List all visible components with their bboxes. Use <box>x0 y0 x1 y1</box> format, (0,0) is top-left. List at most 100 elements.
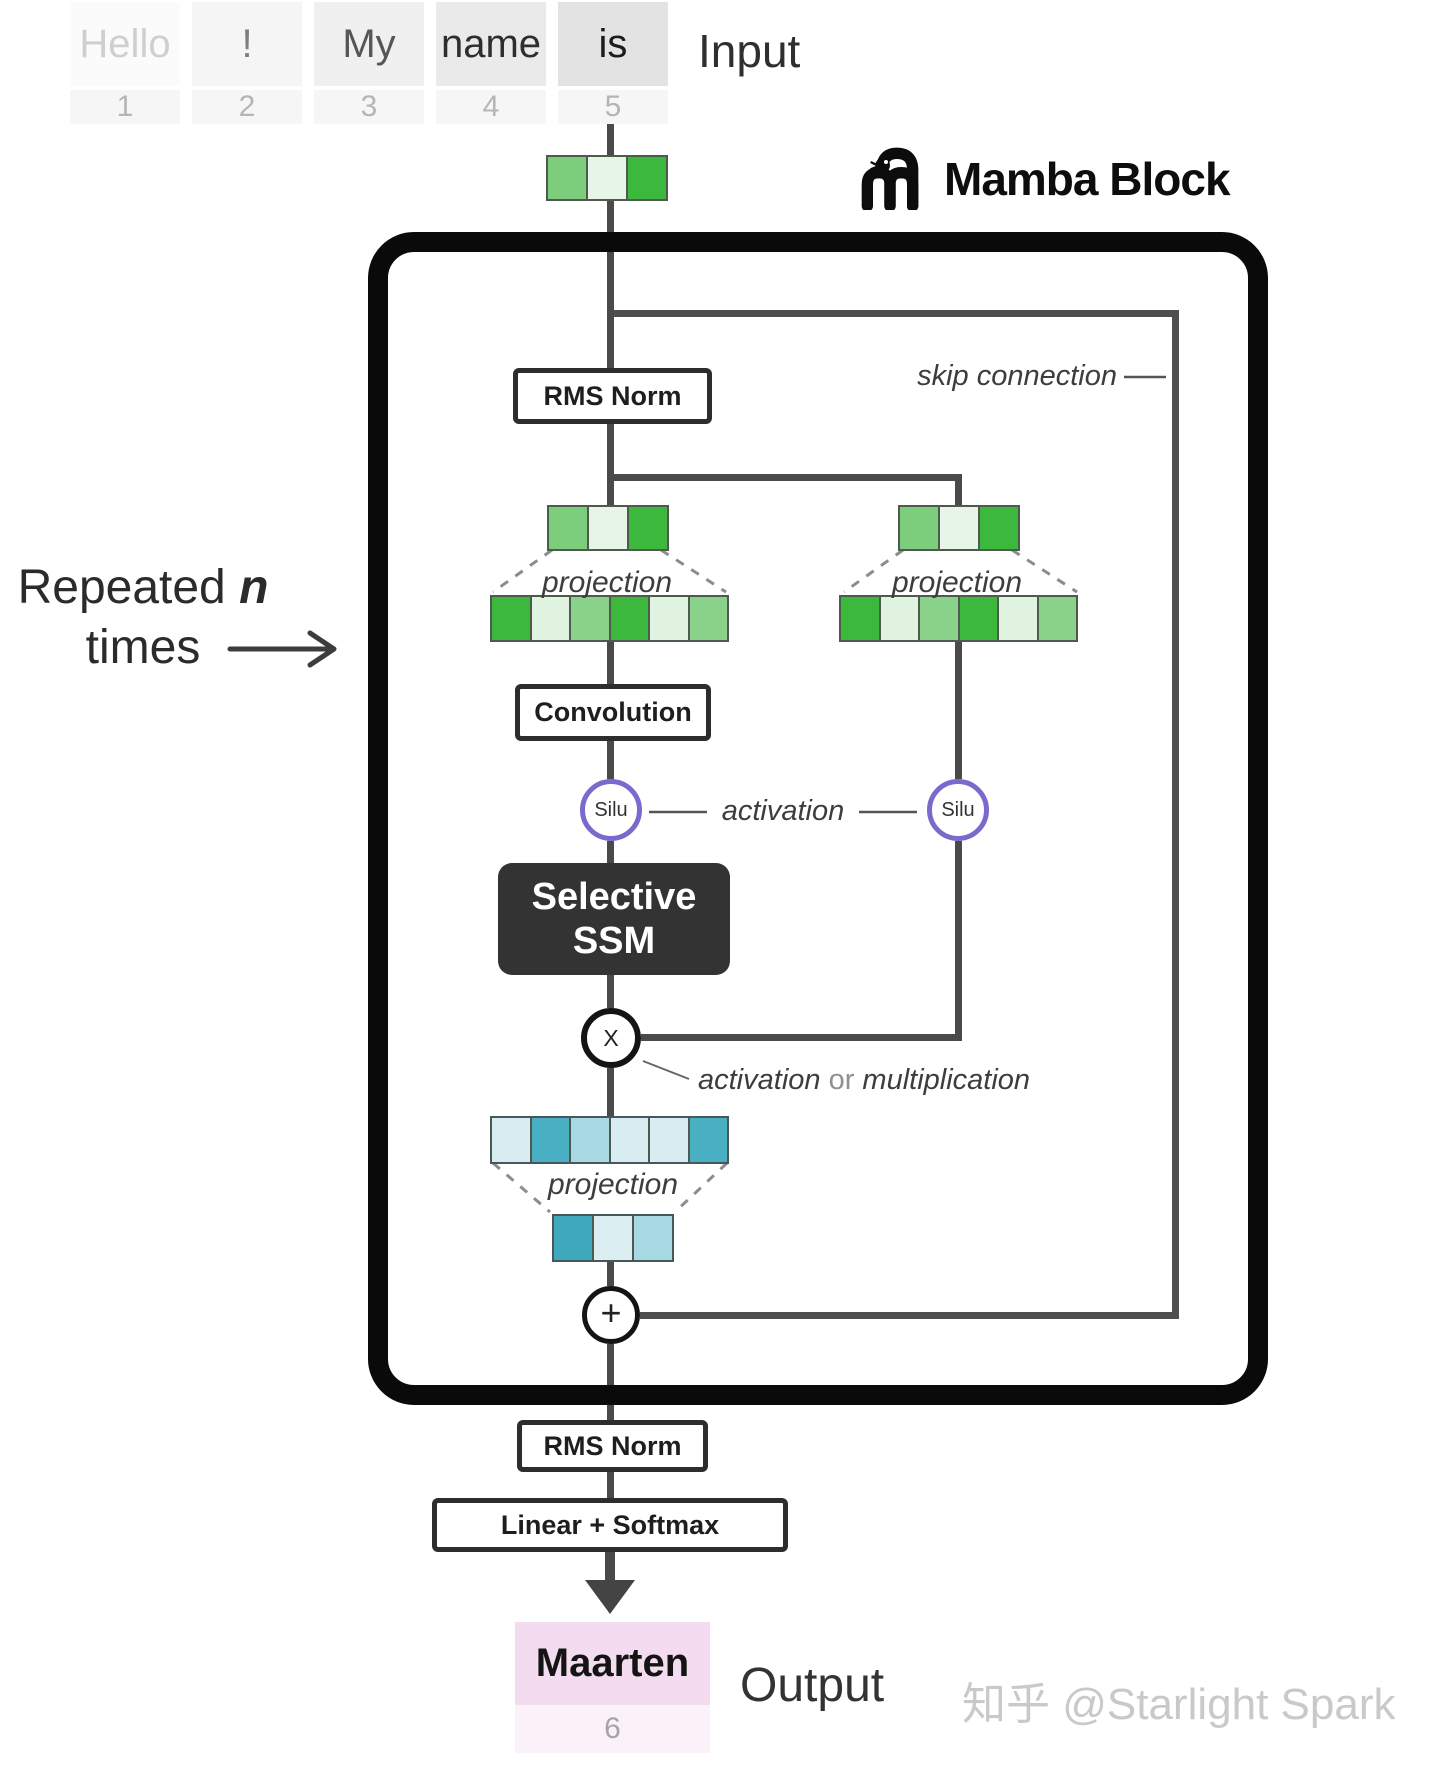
output-label: Output <box>740 1659 885 1712</box>
vector-cell <box>529 597 569 640</box>
line-rmsnorm-to-split <box>607 424 614 505</box>
line-rmsnorm2-to-linear <box>607 1472 614 1498</box>
skip-line-top <box>607 310 1179 317</box>
output-arrow-shaft <box>605 1552 615 1584</box>
vector-cell <box>587 507 627 549</box>
input-token-num-5: 5 <box>558 90 668 124</box>
input-token-num-2: 2 <box>192 90 302 124</box>
vector-cell <box>648 597 688 640</box>
vector-cell <box>841 597 879 640</box>
input-token-is: is <box>558 2 668 86</box>
vector-cell <box>554 1216 592 1260</box>
line-silu-to-ssm <box>607 841 614 863</box>
vector-cell <box>878 597 918 640</box>
line-ssm-to-x <box>607 975 614 1008</box>
multiply-circle: X <box>581 1008 641 1068</box>
left-branch-vector <box>547 505 669 551</box>
vector-cell <box>608 1118 648 1162</box>
vector-cell <box>608 597 648 640</box>
token-label: is <box>598 21 628 66</box>
vector-cell <box>978 507 1018 549</box>
input-token-num-1: 1 <box>70 90 180 124</box>
silu-circle-left: Silu <box>580 779 642 841</box>
vector-cell <box>900 507 938 549</box>
skip-line-bottom <box>640 1312 1175 1319</box>
vector-cell <box>569 597 609 640</box>
right-branch-vector <box>898 505 1020 551</box>
projection-label-down: projection <box>547 1168 679 1201</box>
silu-label: Silu <box>594 798 628 821</box>
input-token-my: My <box>314 2 424 86</box>
rms-norm-2-box: RMS Norm <box>517 1420 708 1472</box>
add-label: + <box>600 1292 622 1333</box>
line-widerow-to-conv <box>607 638 614 684</box>
input-token-name: name <box>436 2 546 86</box>
snake-head <box>875 158 890 173</box>
input-token-hello: Hello <box>70 2 180 86</box>
snake-tongue <box>870 160 878 171</box>
activation-word: activation <box>698 1064 821 1096</box>
skip-connection-label: skip connection <box>917 360 1117 392</box>
output-token-num: 6 <box>515 1705 710 1753</box>
snake-eye <box>884 160 888 164</box>
vector-cell <box>1036 597 1076 640</box>
input-embedding-vector <box>546 155 668 201</box>
line-right-widerow-to-silu <box>955 638 962 779</box>
selective-ssm-box: Selective SSM <box>498 863 730 975</box>
input-token-num-4: 4 <box>436 90 546 124</box>
skip-line-vertical <box>1172 310 1179 1319</box>
input-token-bang: ! <box>192 2 302 86</box>
vector-cell <box>548 157 586 199</box>
vector-cell <box>529 1118 569 1162</box>
vector-cell <box>627 507 667 549</box>
left-projected-vector <box>490 595 729 642</box>
output-token-label: Maarten <box>535 1641 690 1685</box>
line-x-to-bluerow <box>607 1068 614 1116</box>
line-right-to-x <box>641 1034 959 1041</box>
vector-cell <box>648 1118 688 1162</box>
repeated-label: Repeated n times <box>10 558 276 678</box>
line-right-silu-down <box>955 841 962 1041</box>
snake-icon <box>861 147 919 210</box>
activation-label: activation <box>721 795 845 827</box>
vector-cell <box>626 157 666 199</box>
output-projected-vector <box>490 1116 729 1164</box>
line-conv-to-silu <box>607 741 614 779</box>
block-title: Mamba Block <box>944 153 1231 205</box>
vector-cell <box>492 1118 530 1162</box>
line-input-to-token <box>607 124 614 155</box>
token-label: name <box>440 21 542 66</box>
vector-cell <box>586 157 626 199</box>
vector-cell <box>592 1216 632 1260</box>
line-plus-to-rmsnorm2 <box>607 1344 614 1420</box>
output-num-label: 6 <box>604 1712 621 1745</box>
add-circle: + <box>582 1286 640 1344</box>
silu-circle-right: Silu <box>927 779 989 841</box>
output-token: Maarten 6 <box>515 1622 710 1753</box>
silu-label: Silu <box>941 798 975 821</box>
output-embedding-vector <box>552 1214 674 1262</box>
right-projected-vector <box>839 595 1078 642</box>
or-word: or <box>820 1064 863 1096</box>
linear-softmax-box: Linear + Softmax <box>432 1498 788 1552</box>
line-token-to-rmsnorm <box>607 197 614 368</box>
repeated-line1: Repeated <box>17 561 226 614</box>
output-token-text: Maarten <box>515 1622 710 1705</box>
convolution-box: Convolution <box>515 684 711 741</box>
projection-label-right: projection <box>891 566 1023 599</box>
token-label: My <box>342 21 396 66</box>
repeated-line2: times <box>85 621 201 674</box>
multiply-label: X <box>603 1024 619 1051</box>
line-branch-right-drop <box>955 474 962 505</box>
vector-cell <box>957 597 997 640</box>
line-branch-horizontal <box>607 474 962 481</box>
ssm-line1: Selective <box>531 876 697 918</box>
ssm-line2: SSM <box>572 920 656 962</box>
multiplication-word: multiplication <box>862 1064 1031 1096</box>
vector-cell <box>569 1118 609 1162</box>
token-label: ! <box>241 21 253 66</box>
vector-cell <box>687 597 727 640</box>
repeated-n: n <box>239 561 269 614</box>
vector-cell <box>549 507 587 549</box>
activation-or-multiplication-label: activation or multiplication <box>698 1064 1030 1097</box>
